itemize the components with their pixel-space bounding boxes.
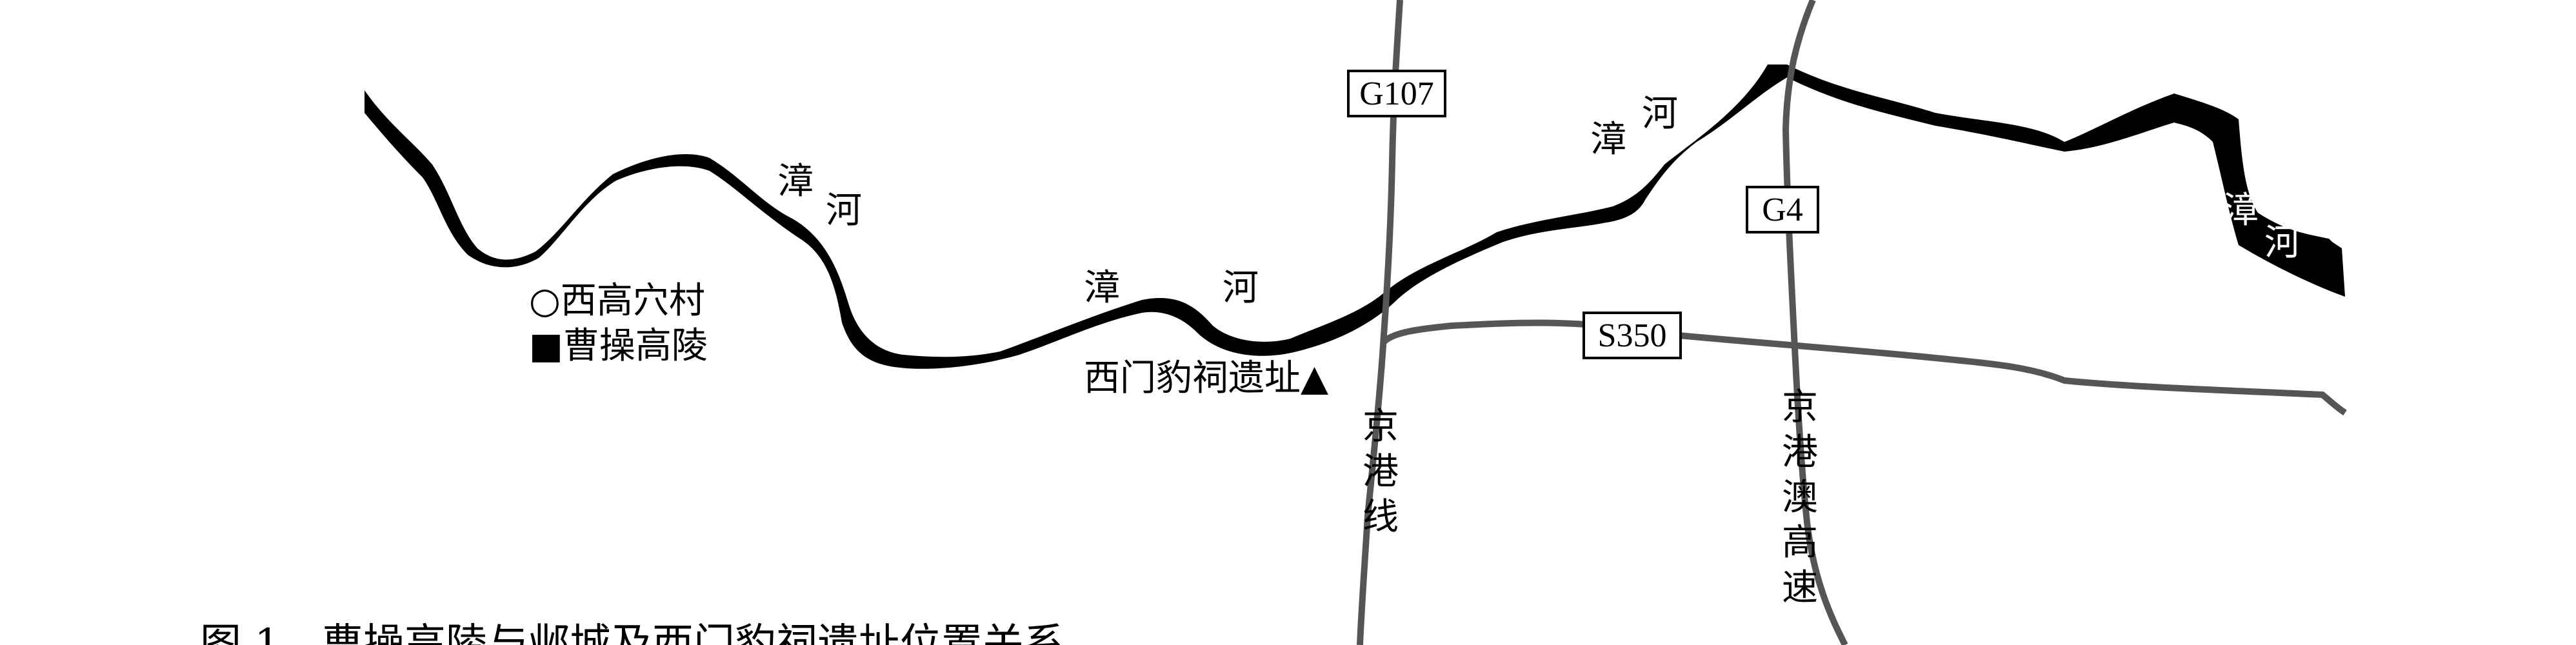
shield-g107: G107 (1347, 70, 1446, 117)
river-label-3: 漳 河 (1590, 93, 1678, 161)
site-ximenbao-temple: 西门豹祠遗址▲ (1084, 357, 1328, 399)
expressway-label-char-3: 澳 (1782, 477, 1818, 519)
shield-g107-text: G107 (1359, 75, 1434, 112)
river-label-3-bottom: 河 (1642, 93, 1678, 135)
river-label-4: 漳 河 (2222, 190, 2301, 264)
legend-mausoleum: ■曹操高陵 (529, 325, 708, 367)
shield-s350-text: S350 (1598, 317, 1667, 354)
shield-g4: G4 (1746, 186, 1819, 233)
river-label-2-top: 漳 (1084, 267, 1120, 309)
river-label-1: 漳 河 (777, 161, 862, 232)
river-label-2-bottom: 河 (1223, 267, 1259, 309)
rail-label-char-1: 京 (1363, 406, 1399, 448)
river-label-4-bottom: 河 (2264, 222, 2301, 264)
expressway-label-char-1: 京 (1782, 386, 1818, 428)
river-label-1-bottom: 河 (826, 190, 862, 232)
river-label-1-top: 漳 (777, 161, 814, 203)
river-label-4-top: 漳 (2222, 190, 2259, 232)
river-label-2: 漳 河 (1084, 267, 1259, 309)
legend-village: ○西高穴村 (529, 280, 705, 322)
river-label-3-top: 漳 (1590, 119, 1626, 161)
rail-label-char-2: 港 (1363, 451, 1399, 493)
expressway-label-char-5: 速 (1782, 567, 1818, 609)
expressway-label-char-4: 高 (1782, 522, 1818, 564)
figure-caption: 图 1 曹操高陵与邺城及西门豹祠遗址位置关系 (200, 620, 1065, 645)
rail-label-char-3: 线 (1363, 496, 1399, 538)
shield-g4-text: G4 (1762, 192, 1803, 228)
expressway-label-char-2: 港 (1782, 432, 1818, 473)
expressway-label-jinggangao: 京 港 澳 高 速 (1782, 386, 1818, 609)
road-s350 (1381, 319, 2347, 416)
rail-label-jinggang: 京 港 线 (1363, 406, 1399, 538)
road-g4 (1782, 0, 1848, 645)
shield-s350: S350 (1583, 312, 1682, 359)
